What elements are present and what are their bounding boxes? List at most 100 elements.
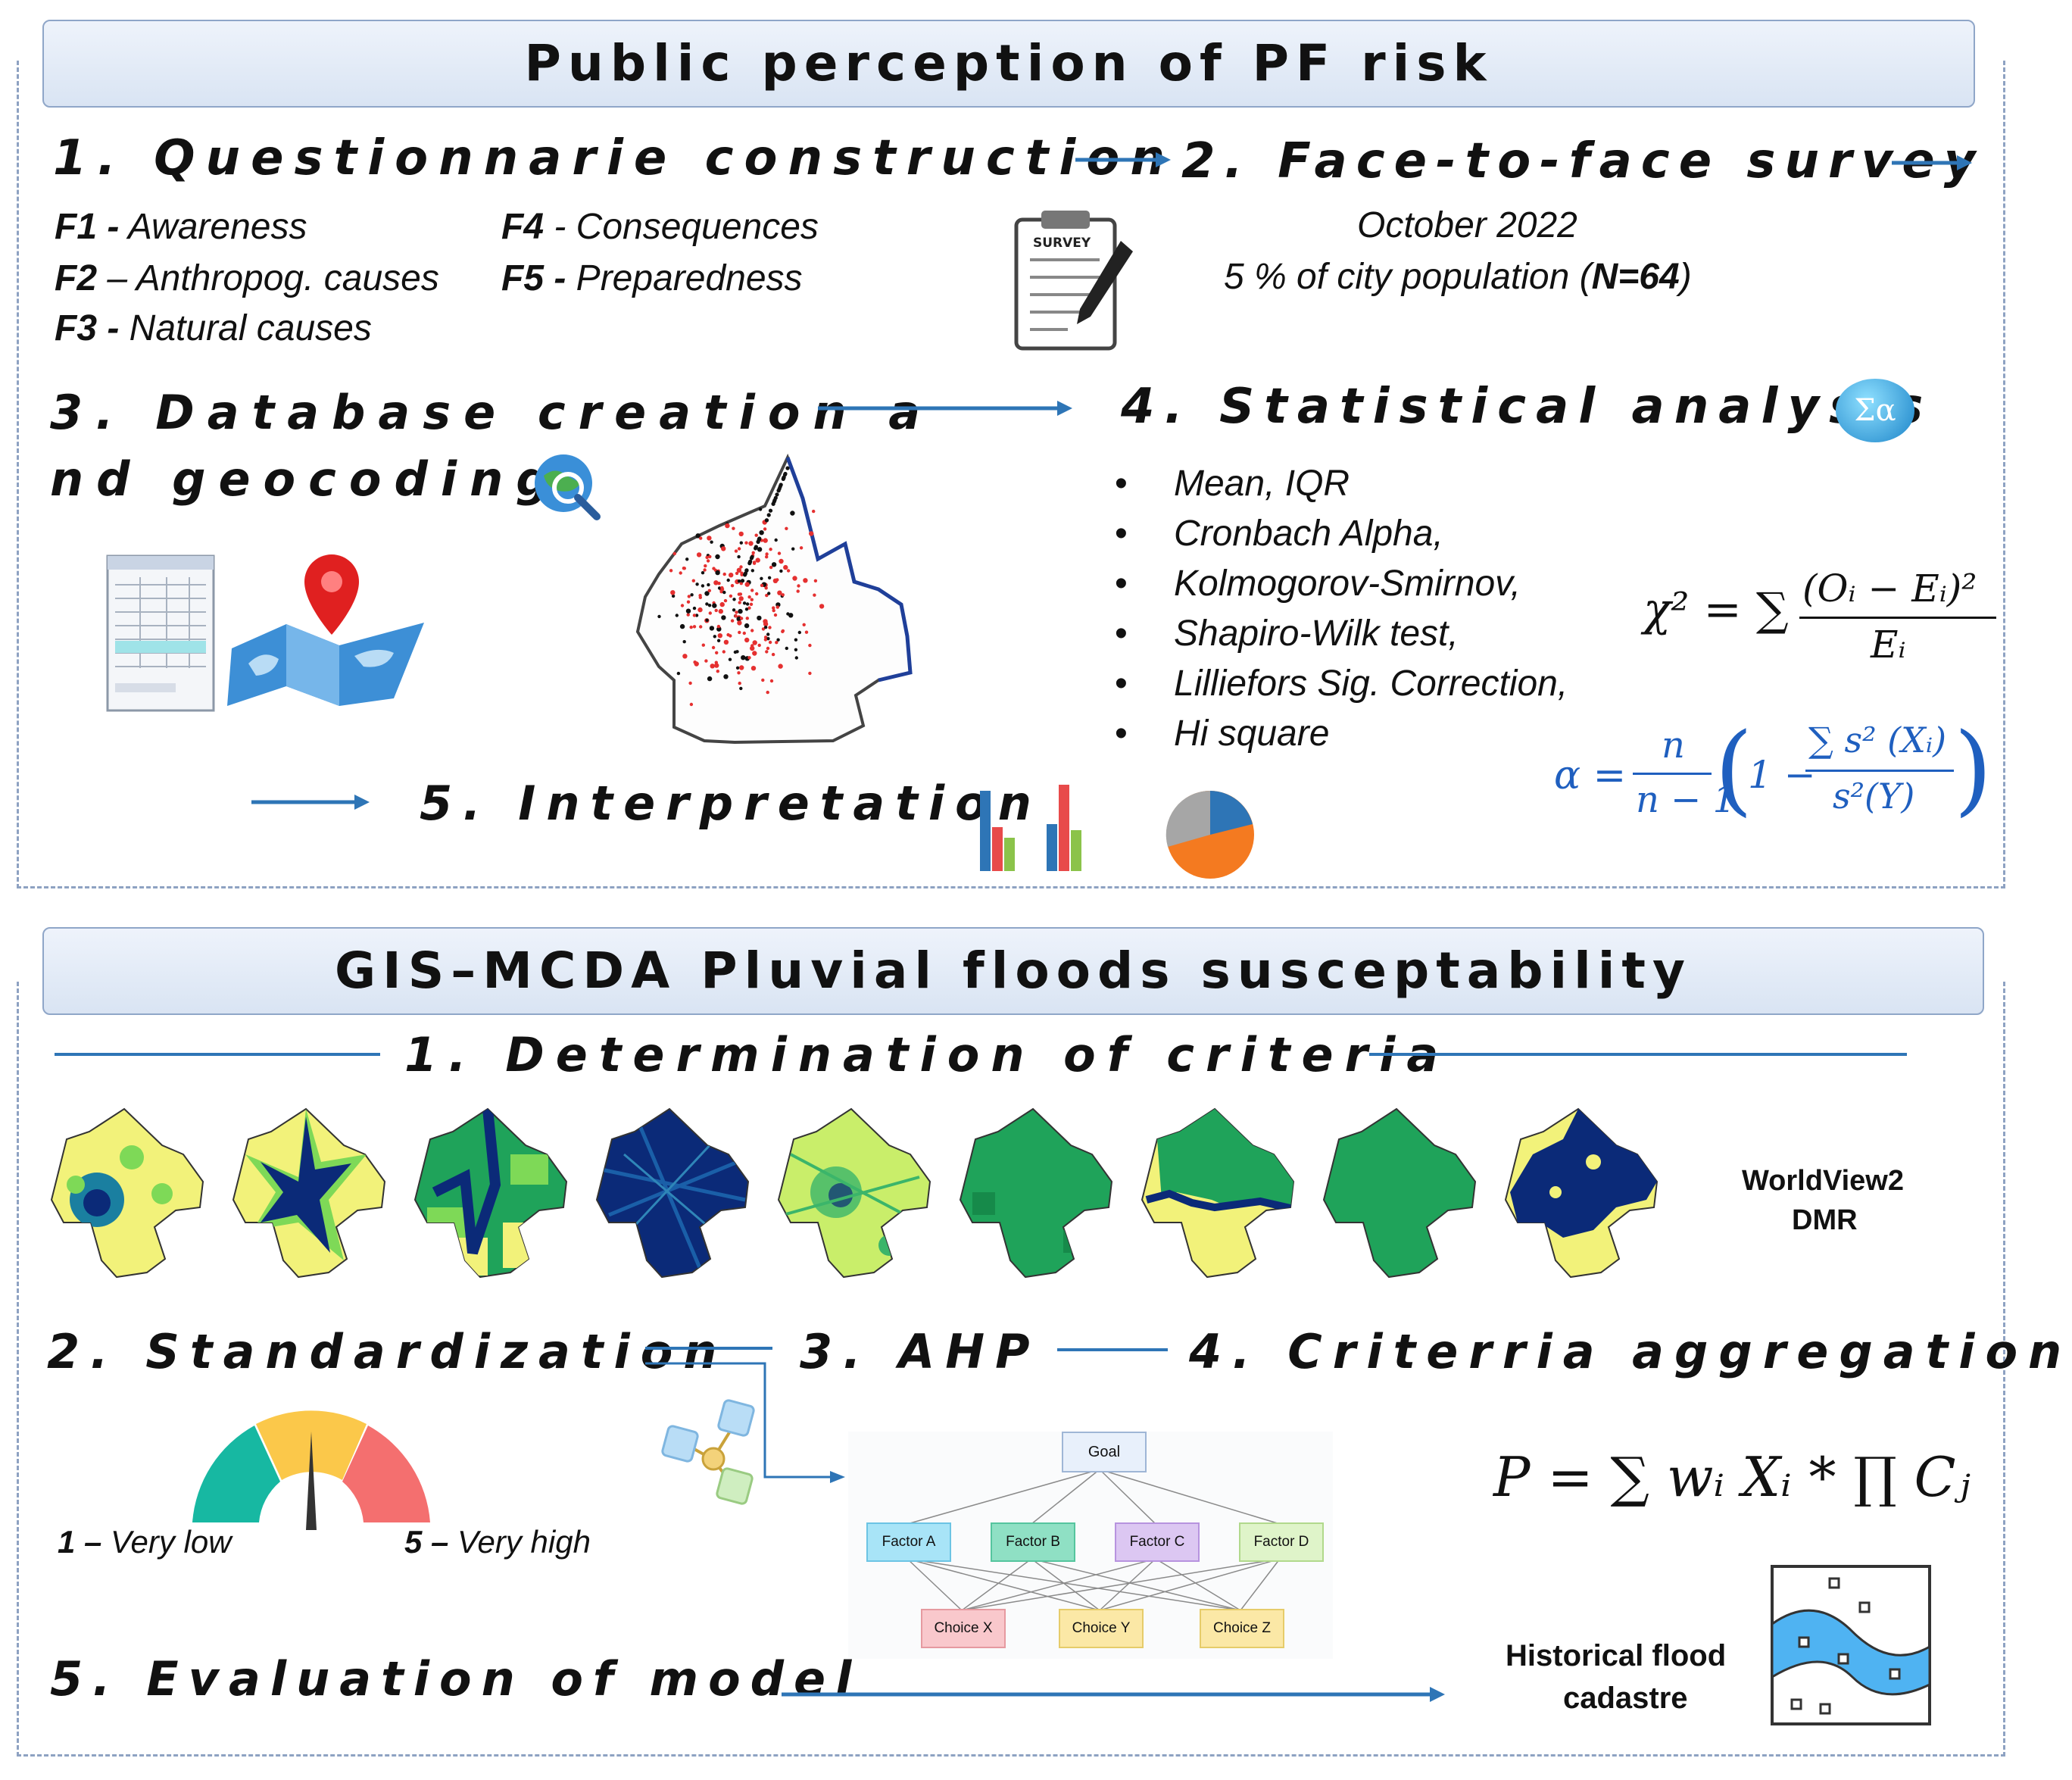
geocoded-point [794,638,798,642]
ahp-factor-a: Factor A [866,1522,951,1562]
geocoded-point [777,551,782,555]
geocoded-point [769,679,774,683]
step-questionnaire: 1. Questionnarie construction [53,130,1175,186]
geocoded-point [737,620,742,626]
geocoded-point [686,600,691,604]
geocoded-point [763,527,767,531]
geocoded-point [687,595,691,598]
geocoded-point [772,578,779,583]
geocoded-point [738,630,741,635]
geocoded-point [719,601,725,607]
geocoded-point [763,619,768,624]
geocoded-point [799,546,804,550]
geocoded-point [773,613,778,617]
globe-search-icon [535,454,601,520]
step-ahp: 3. AHP [800,1324,1041,1379]
geocoded-point [721,615,726,620]
cadastre-label-line1: Historical flood [1506,1639,1727,1672]
geocoded-point [768,508,773,513]
geocoded-point [747,656,751,660]
geocoded-point [794,648,798,651]
geocoded-point [752,651,757,656]
geocoded-point [760,576,763,580]
list-item: Mean, IQR [1106,459,1568,509]
geocoded-point [701,643,705,647]
geocoded-point [778,664,783,669]
geocoded-point [737,554,741,559]
geocoded-point [723,598,728,603]
geocoded-point [691,579,695,582]
geocoded-point [769,548,772,551]
ahp-factor-b: Factor B [991,1522,1075,1562]
geocoded-point [761,678,765,682]
standardization-gauge-icon [192,1410,430,1530]
geocoded-point [750,598,754,601]
list-item: Shapiro-Wilk test, [1106,609,1568,659]
geocoded-point [699,536,703,540]
geocoded-point [739,686,743,691]
geocoded-point [734,549,738,553]
geocoded-point [785,526,788,530]
geocoded-point [777,486,782,491]
criteria-maps [51,1108,1658,1278]
top-panel-title: Public perception of PF risk [42,20,1975,108]
geocoded-point [707,676,713,682]
geocoded-point [704,564,707,568]
geocoded-point [750,569,754,573]
geocoded-point [779,558,784,564]
ahp-hierarchy-diagram: Goal Factor A Factor B Factor C Factor D… [848,1432,1333,1659]
geocoded-point [785,646,788,651]
list-item: Cronbach Alpha, [1106,509,1568,559]
arrow-to-survey [1075,152,1171,167]
sigma-alpha-icon: Σα [1836,379,1914,442]
geocoded-point [744,637,750,643]
geocoded-point [726,632,730,637]
geocoded-point [685,557,689,561]
geocoded-point [750,666,757,671]
scale-very-high: 5 – Very high [404,1524,591,1560]
geocoded-point [688,681,692,685]
geocoded-point [738,592,743,596]
criteria-rule-left [55,1053,380,1056]
geocoded-point [709,626,715,631]
geocoded-point [717,586,722,590]
geocoded-point [708,611,712,615]
ahp-network-icon [661,1399,755,1505]
geocoded-point [701,584,705,588]
ahp-choice-x: Choice X [921,1609,1006,1648]
geocoded-point [723,639,729,645]
survey-clipboard-icon: SURVEY [1014,211,1133,351]
geocoded-point [713,580,719,586]
geocoded-point [705,602,709,606]
geocoded-point [748,541,754,546]
geocoded-point [740,571,744,575]
geocoded-point [803,578,808,583]
geocoded-point [692,614,697,617]
geocoded-point [708,554,712,559]
geocoded-point [679,571,682,575]
geocoded-point [791,547,795,551]
geocoded-point [719,590,723,594]
geocoded-point [764,518,769,523]
geocoded-point [757,536,762,541]
statistical-methods-list: Mean, IQR Cronbach Alpha, Kolmogorov-Smi… [1106,459,1568,759]
step-statistical-analysis: 4. Statistical analysis [1121,379,1933,435]
map-pin-icon [227,554,424,706]
geocoded-point [779,569,783,573]
geocoded-point [808,671,812,676]
geocoded-point [790,511,795,516]
geocoded-point [781,629,785,633]
geocoded-point [797,630,801,635]
geocoded-point [722,572,726,576]
geocoded-point [751,551,755,554]
factor-f2: F2 – Anthropog. causes [55,258,439,298]
geocoded-point [685,608,691,614]
geocoded-point [759,530,764,536]
geocoded-point [692,606,697,611]
list-item: Lilliefors Sig. Correction, [1106,659,1568,709]
geocoded-point [757,547,763,552]
geocoded-point [772,606,775,610]
arrow-to-cadastre [782,1687,1445,1702]
geocoded-point [763,626,768,629]
geocoded-point [760,583,764,588]
